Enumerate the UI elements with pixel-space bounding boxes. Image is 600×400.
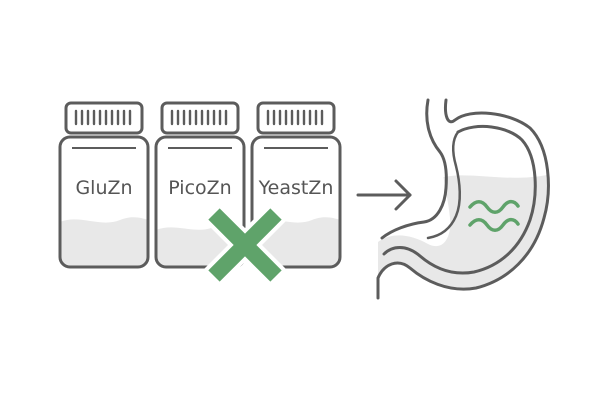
bottle-body [58, 135, 150, 269]
wave-lines-icon [468, 199, 520, 232]
x-mark-icon [203, 203, 287, 287]
stomach-icon [376, 98, 550, 300]
cap-ridges [74, 109, 132, 126]
bottle-liquid [60, 217, 148, 267]
bottle-label: PicoZn [168, 177, 231, 199]
bottle-body [154, 135, 246, 269]
arrow-right-icon [356, 179, 412, 211]
bottle-yeastzn: YeastZn [250, 101, 342, 269]
bottle-gluzn: GluZn [58, 101, 150, 269]
cap-ridges [266, 109, 324, 126]
cap-ridges [170, 109, 228, 126]
bottle-label: YeastZn [258, 177, 334, 199]
bottle-body [250, 135, 342, 269]
bottle-label: GluZn [75, 177, 132, 199]
